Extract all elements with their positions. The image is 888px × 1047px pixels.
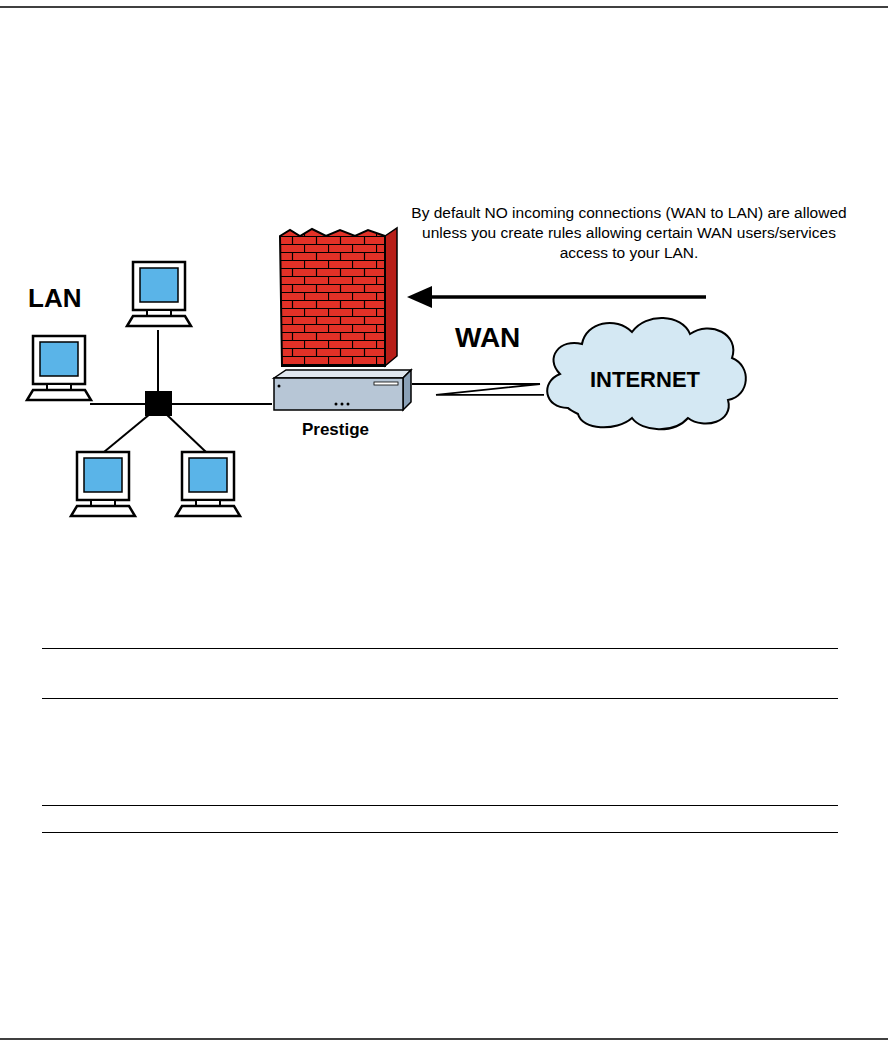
device-led [335,403,338,406]
wan-link [412,384,544,395]
device-slot [374,382,398,385]
computer-icon [27,336,91,400]
hub [145,391,172,416]
note-text: By default NO incoming connections (WAN … [403,203,855,263]
device-led [347,403,350,406]
device-side [403,370,411,410]
lan-label: LAN [28,283,81,314]
page-rule [0,6,888,8]
lan-wires [90,330,272,452]
computer-icon [71,452,135,516]
cloud-node: INTERNET [538,308,752,432]
device-label: Prestige [302,420,369,440]
device-node: Prestige [270,368,413,440]
wan-label: WAN [455,322,520,354]
device-led [341,403,344,406]
computer-icon [127,262,191,326]
incoming-arrow [407,286,706,308]
cloud-outline [547,318,746,429]
table-rules [42,649,838,833]
computer-icon [176,452,240,516]
cloud-label: INTERNET [590,367,700,393]
device-top [274,370,411,378]
firewall-wall [280,228,397,366]
device-led [278,385,281,388]
device-front [274,378,403,410]
page-rule [0,1038,888,1040]
